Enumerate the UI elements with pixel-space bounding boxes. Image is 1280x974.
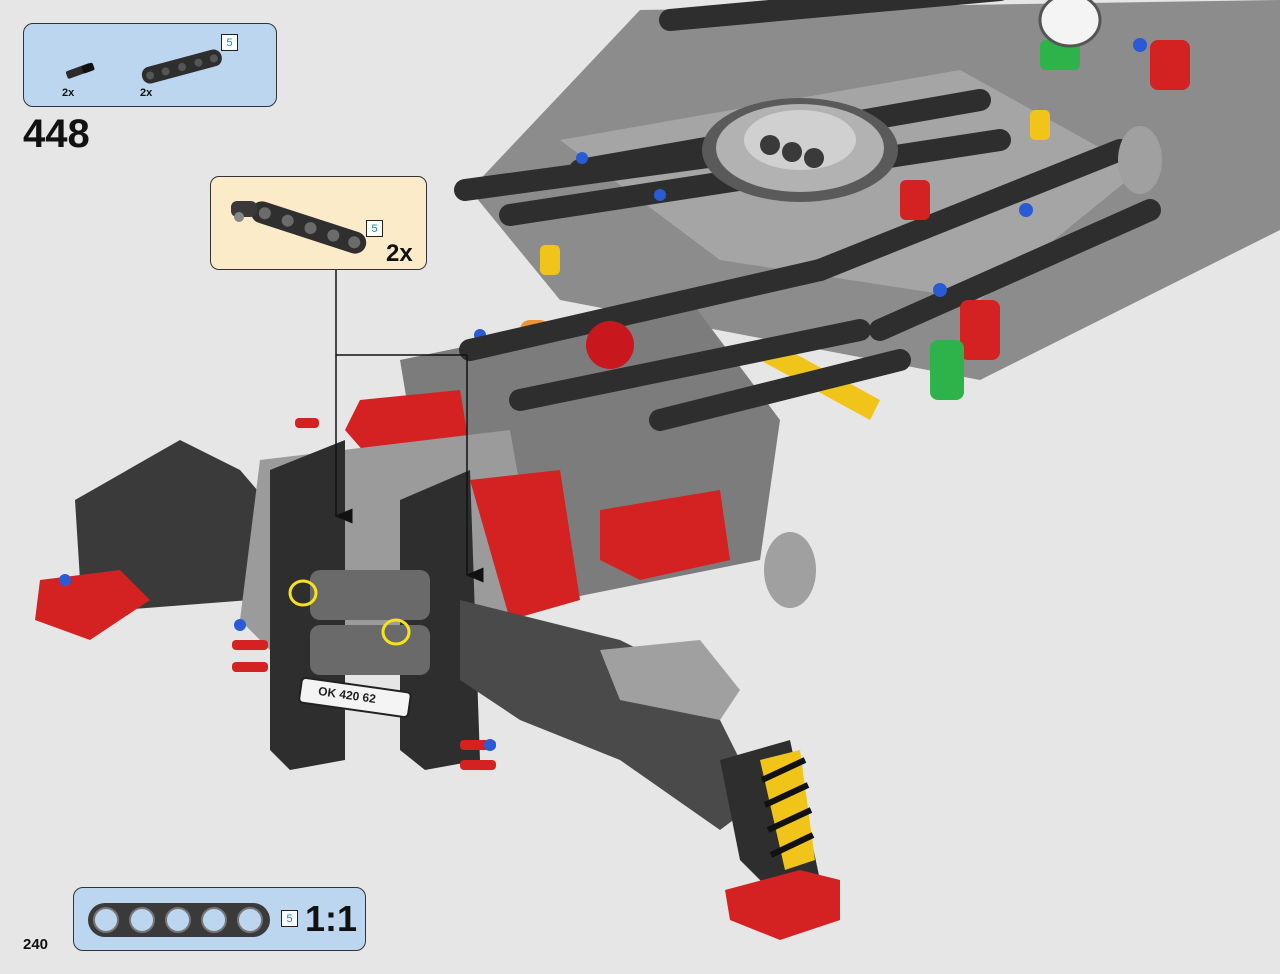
parts-list-icons [65,49,222,84]
page-number: 240 [23,936,49,953]
front-frame [35,418,840,940]
parts-list-box: 2x 2x 5 [23,23,277,107]
scale-ratio: 1:1 [304,898,357,939]
step-number: 448 [23,112,90,156]
rear-chassis [454,0,1280,500]
scale-length-badge: 5 [281,910,298,927]
middle-section [345,126,1162,608]
parts-qty-liftarm: 2x [140,87,153,99]
callout-arrows [334,270,484,583]
parts-length-badge: 5 [221,34,238,51]
bent-liftarm-5-icon [231,201,367,254]
highlight-rings [288,579,411,646]
model-plate-text: OK 420 62 [317,684,377,706]
liftarm-5-icon [141,49,222,84]
parts-qty-axle-pin: 2x [62,87,75,99]
subassembly-length-badge: 5 [366,220,383,237]
highlight-ring-left [288,579,318,607]
axle-pin-icon [65,62,95,79]
scale-guide: 5 1:1 [73,887,366,951]
highlight-ring-right [381,618,411,646]
subassembly-callout: 5 2x [210,176,427,270]
scale-liftarm-icon [88,903,270,937]
subassembly-quantity: 2x [386,240,413,267]
